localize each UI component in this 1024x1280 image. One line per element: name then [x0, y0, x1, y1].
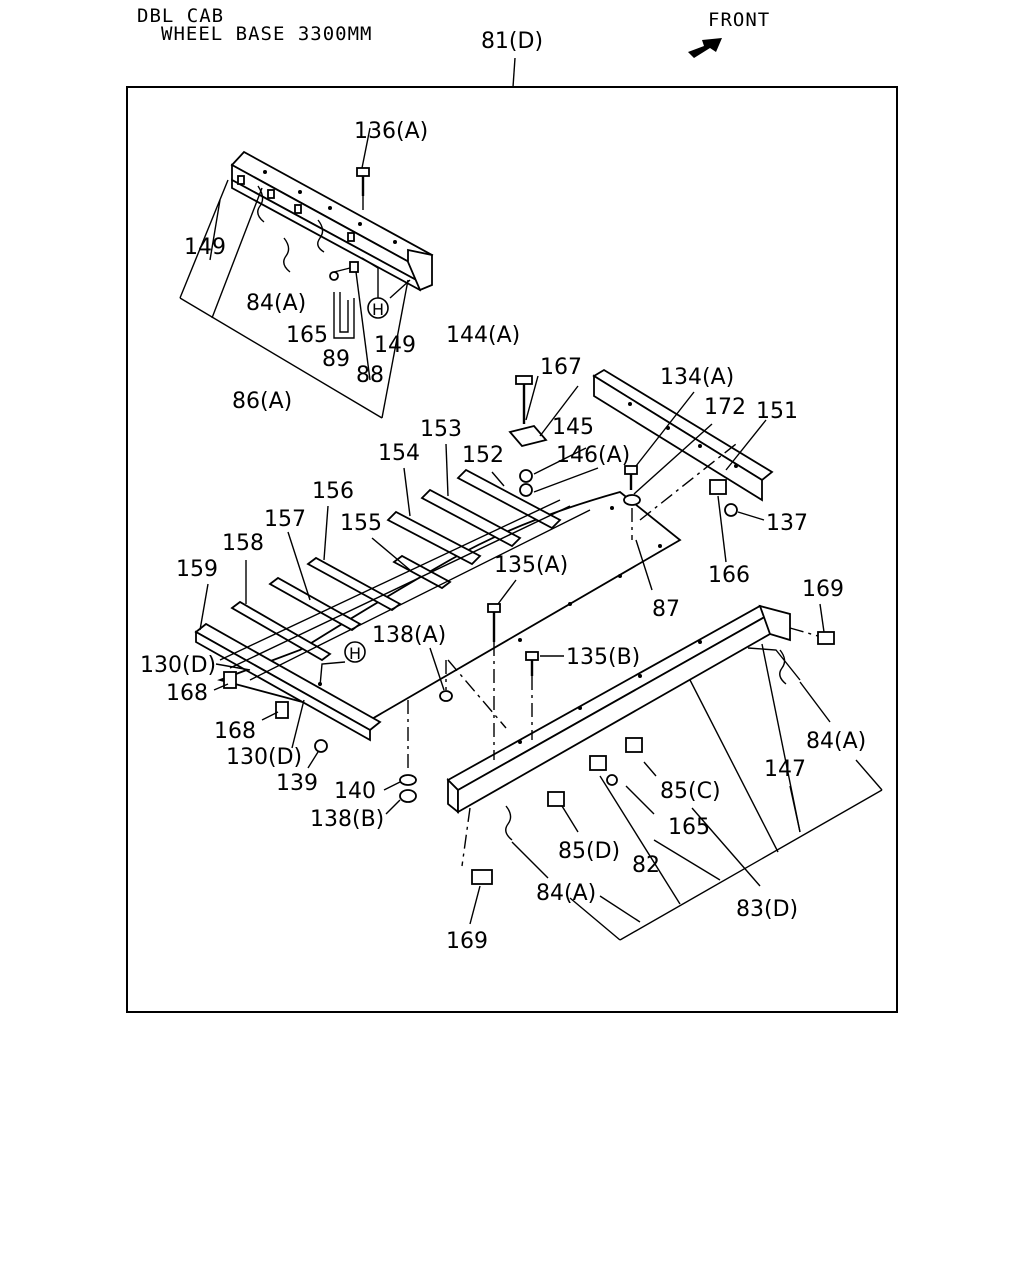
- main-rail-147: [446, 604, 791, 814]
- callout-167: 167: [540, 355, 582, 380]
- callout-149-left: 149: [184, 235, 226, 260]
- bolt-165-upper-icon: [329, 271, 339, 281]
- callout-85d: 85(D): [558, 839, 620, 864]
- reference-mark-h-lower-icon: [344, 641, 366, 663]
- callout-83d: 83(D): [736, 897, 798, 922]
- callout-89: 89: [322, 347, 350, 372]
- callout-82: 82: [632, 853, 660, 878]
- callout-136a: 136(A): [354, 119, 428, 144]
- callout-85c: 85(C): [660, 779, 721, 804]
- diagram-frame: [126, 86, 898, 1013]
- crossmember-155: [392, 554, 452, 590]
- clip-82-icon: [589, 755, 607, 771]
- callout-154: 154: [378, 441, 420, 466]
- callout-134a: 134(A): [660, 365, 734, 390]
- callout-153: 153: [420, 417, 462, 442]
- reference-mark-h-upper: H: [372, 300, 384, 319]
- callout-168-upper: 168: [166, 681, 208, 706]
- callout-169-right: 169: [802, 577, 844, 602]
- bolt-169-right-icon: [789, 627, 835, 645]
- bolt-144a-icon: [515, 375, 533, 424]
- nut-137-icon: [724, 503, 738, 517]
- clip-84a-upper-icon: [257, 185, 265, 223]
- front-crossmember-rail: [230, 150, 434, 292]
- callout-158: 158: [222, 531, 264, 556]
- callout-156: 156: [312, 479, 354, 504]
- callout-138b: 138(B): [310, 807, 384, 832]
- bolt-135a-icon: [487, 603, 501, 760]
- callout-172: 172: [704, 395, 746, 420]
- callout-165-upper: 165: [286, 323, 328, 348]
- washer-146a-icon: [519, 469, 533, 483]
- callout-130d-upper: 130(D): [140, 653, 216, 678]
- pad-168-lower-icon: [275, 701, 289, 719]
- callout-137: 137: [766, 511, 808, 536]
- callout-135b: 135(B): [566, 645, 640, 670]
- callout-168-lower: 168: [214, 719, 256, 744]
- clip-88-icon: [349, 261, 359, 273]
- clip-84a-left-icon: [283, 237, 291, 273]
- bolt-136a-icon: [356, 167, 370, 214]
- clip-upper-b-icon: [317, 219, 325, 253]
- callout-157: 157: [264, 507, 306, 532]
- callout-138a: 138(A): [372, 623, 446, 648]
- u-bracket-89-icon: [333, 292, 355, 339]
- clip-85d-icon: [547, 791, 565, 807]
- front-direction-label: FRONT: [708, 9, 771, 31]
- reference-mark-h-lower: H: [349, 644, 361, 663]
- clip-84a-lower-icon: [505, 805, 513, 841]
- callout-146a: 146(A): [556, 443, 630, 468]
- side-rail-151: [592, 368, 774, 502]
- callout-86a: 86(A): [232, 389, 292, 414]
- callout-152: 152: [462, 443, 504, 468]
- callout-87: 87: [652, 597, 680, 622]
- crossmember-156: [306, 556, 402, 612]
- callout-149-right: 149: [374, 333, 416, 358]
- crossmember-154: [386, 510, 482, 566]
- callout-165-lower: 165: [668, 815, 710, 840]
- nut-139-icon: [314, 739, 328, 753]
- header-wheel-base: WHEEL BASE 3300MM: [161, 23, 373, 45]
- callout-169-lower: 169: [446, 929, 488, 954]
- washer-140-icon: [399, 774, 417, 786]
- nut-138b-icon: [399, 789, 417, 803]
- washer-172-icon: [623, 494, 641, 506]
- callout-139: 139: [276, 771, 318, 796]
- callout-135a: 135(A): [494, 553, 568, 578]
- callout-140: 140: [334, 779, 376, 804]
- callout-155: 155: [340, 511, 382, 536]
- callout-84a-lower: 84(A): [536, 881, 596, 906]
- callout-166: 166: [708, 563, 750, 588]
- crossmember-152: [456, 468, 562, 530]
- front-arrow-icon: [688, 38, 722, 58]
- header-cab-type: DBL CAB: [137, 5, 225, 27]
- assembly-leader: [512, 57, 516, 88]
- bolt-135b-icon: [525, 651, 539, 740]
- bolt-165-lower-icon: [606, 774, 618, 786]
- assembly-label: 81(D): [481, 29, 543, 54]
- clip-84a-right-icon: [779, 649, 787, 685]
- bolt-134a-icon: [624, 465, 638, 490]
- nut-146a-icon: [519, 483, 533, 497]
- callout-159: 159: [176, 557, 218, 582]
- callout-145: 145: [552, 415, 594, 440]
- callout-151: 151: [756, 399, 798, 424]
- bracket-147-arm: [747, 647, 801, 681]
- callout-147: 147: [764, 757, 806, 782]
- crossmember-153: [420, 488, 522, 548]
- callout-84a-upper: 84(A): [246, 291, 306, 316]
- bolt-169-lower-icon: [461, 807, 493, 885]
- nut-138a-icon: [439, 690, 453, 702]
- callout-88: 88: [356, 363, 384, 388]
- bracket-166-icon: [709, 479, 727, 495]
- callout-130d-lower: 130(D): [226, 745, 302, 770]
- callout-84a-right: 84(A): [806, 729, 866, 754]
- long-rail-159: [194, 622, 382, 742]
- clip-85c-icon: [625, 737, 643, 753]
- callout-144a: 144(A): [446, 323, 520, 348]
- plate-145-icon: [508, 424, 548, 448]
